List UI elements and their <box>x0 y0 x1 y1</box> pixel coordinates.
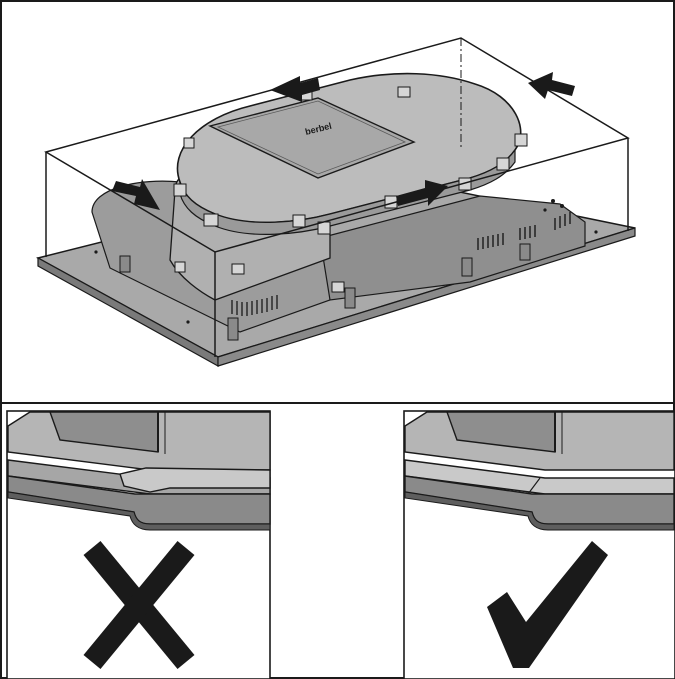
arrow-right-back-icon <box>528 72 575 99</box>
arrow-right-front-icon <box>396 180 448 206</box>
cutout-outline-box <box>44 37 630 357</box>
direction-arrows <box>112 72 575 210</box>
top-cover-plate-inner <box>216 100 407 175</box>
arrow-inward-left-icon <box>112 179 160 210</box>
mounting-clips <box>173 86 528 293</box>
cross-icon <box>83 541 195 669</box>
arrow-left-icon <box>270 76 320 102</box>
support-feet <box>119 243 531 341</box>
hob-assembly-illustration: berbel <box>35 37 636 368</box>
hob-fixings <box>94 199 598 324</box>
vent-grille-front <box>231 295 278 316</box>
top-cover-plate <box>207 97 416 179</box>
check-icon <box>487 541 608 668</box>
correct-example-panel <box>403 410 675 679</box>
vent-grille-right <box>477 212 571 250</box>
seal-strip-misaligned <box>119 467 271 493</box>
incorrect-example-panel <box>6 410 271 679</box>
